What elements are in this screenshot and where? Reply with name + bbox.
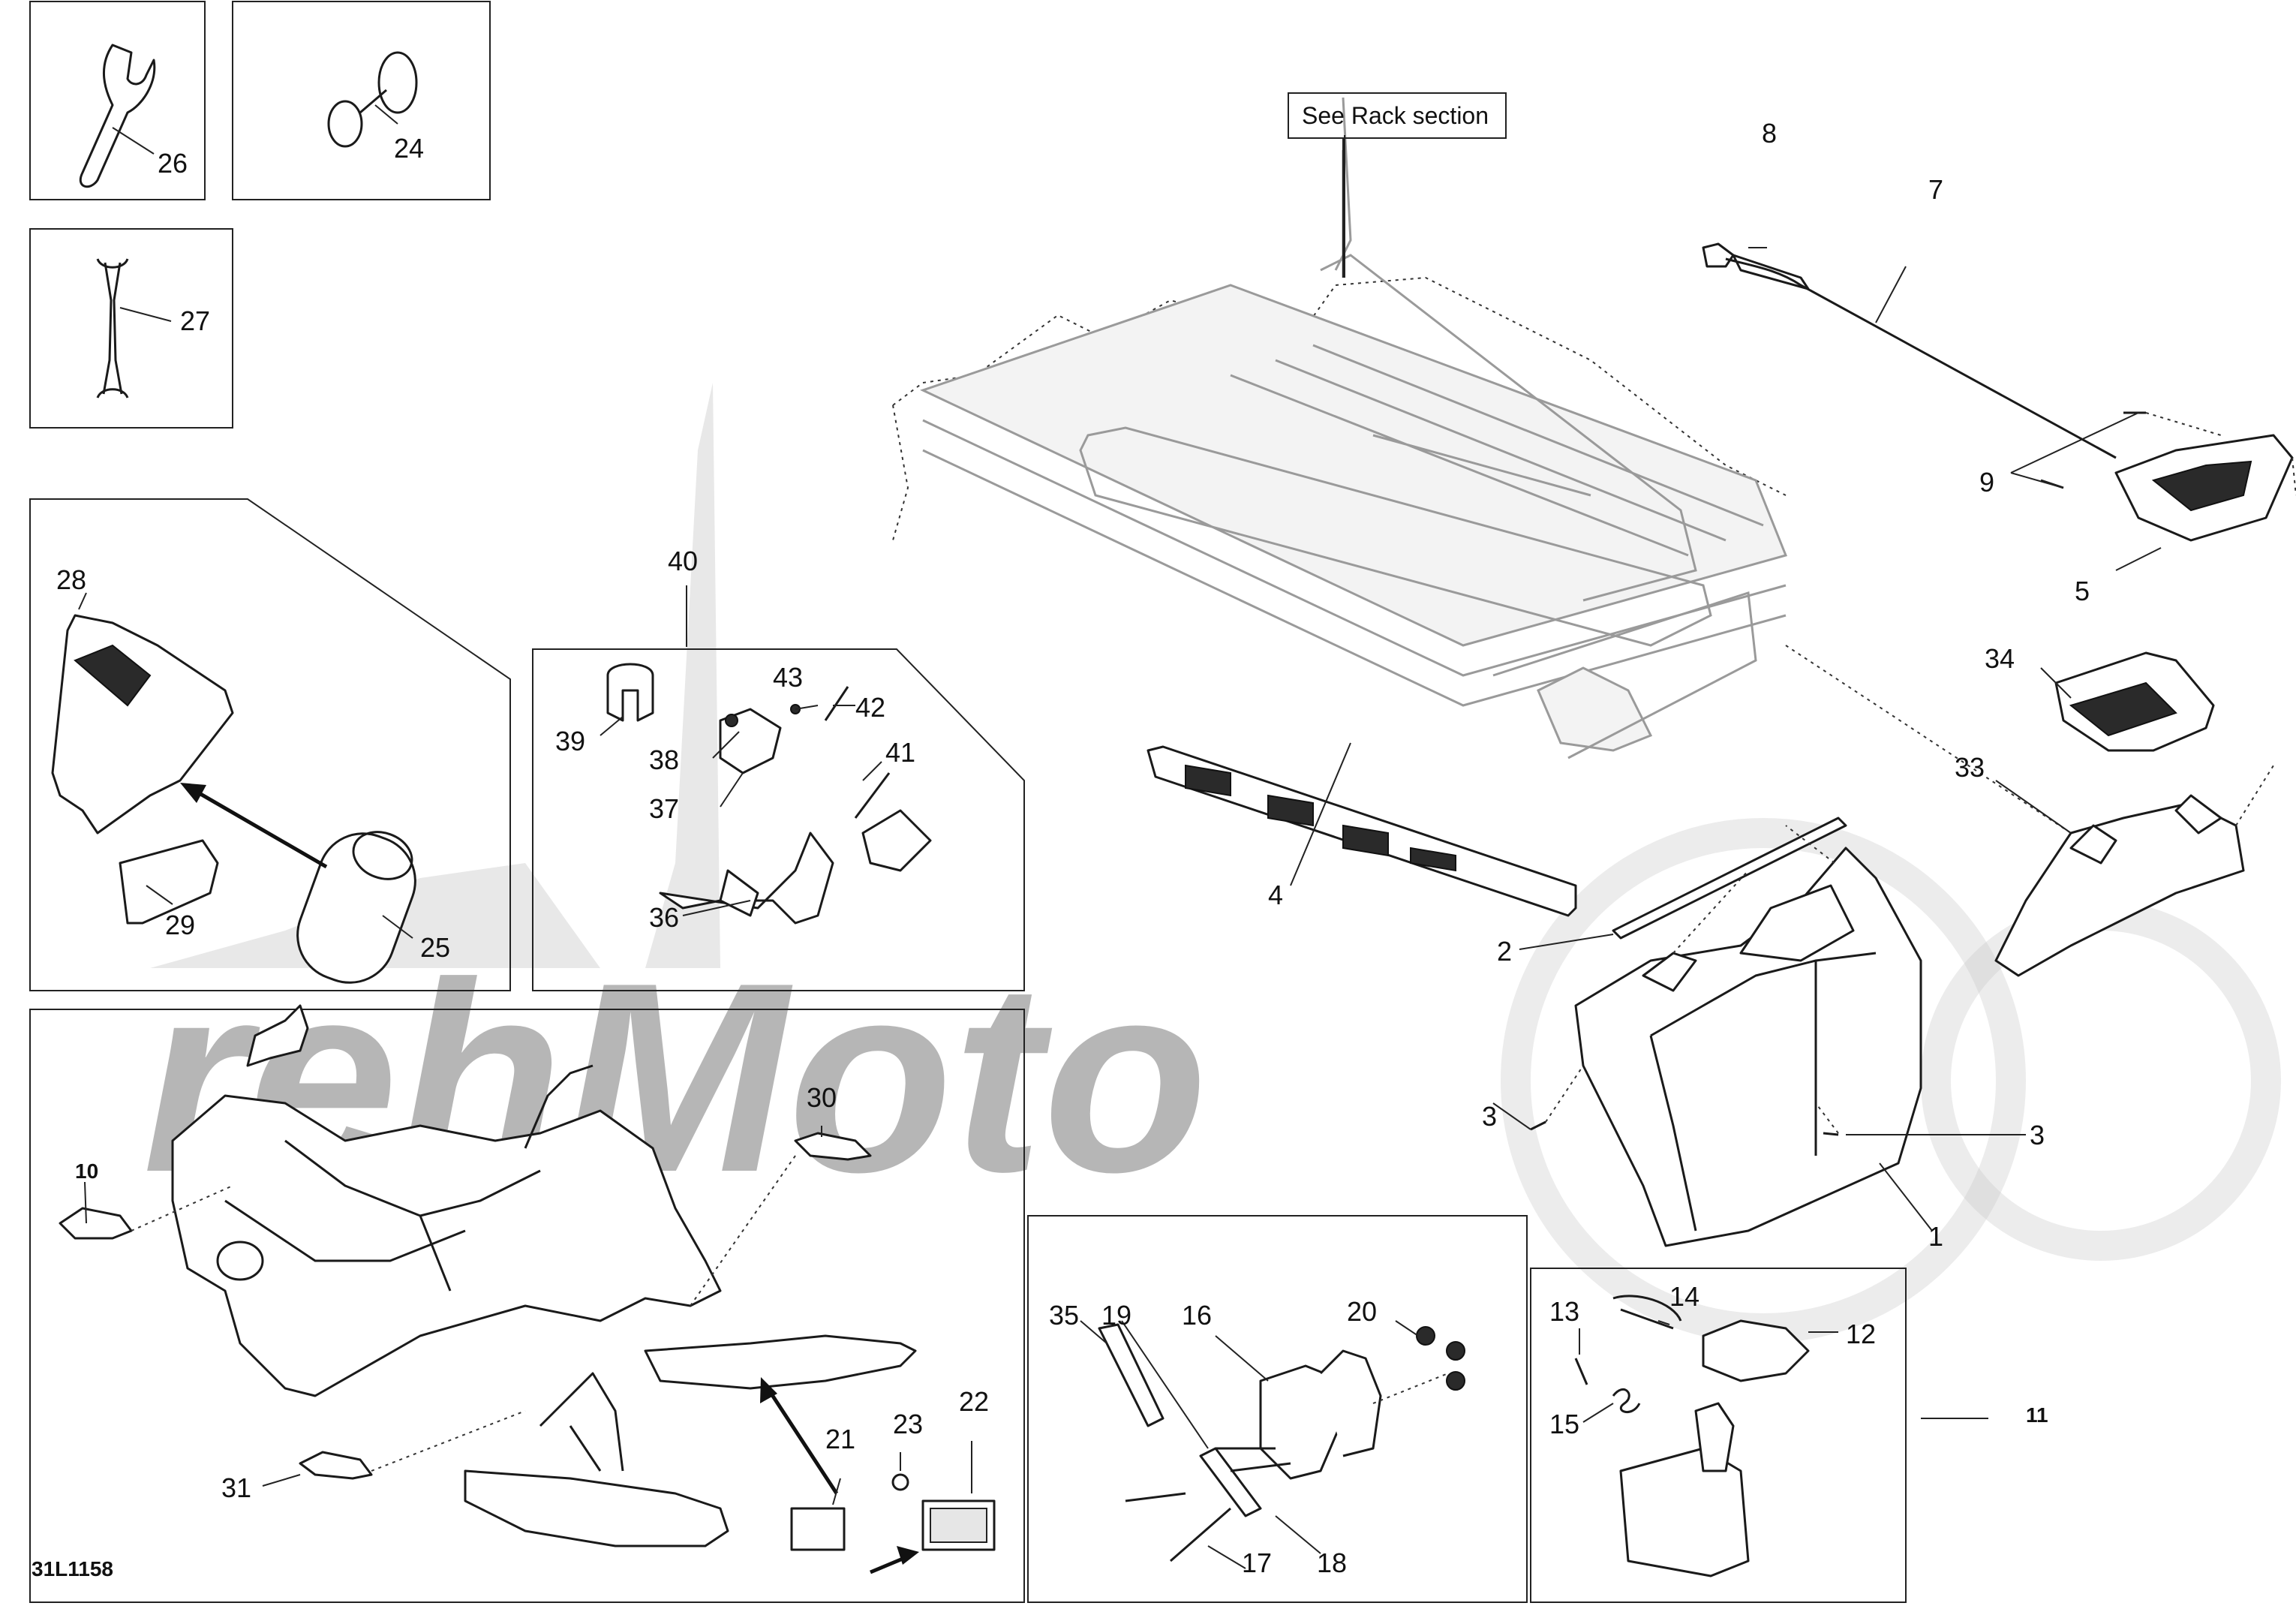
box-24 <box>232 1 491 200</box>
callout-22: 22 <box>959 1386 989 1417</box>
box-hitch <box>1027 1215 1528 1603</box>
rack-note-box <box>1288 92 1507 278</box>
storage-bag-28-icon <box>51 614 234 835</box>
connector-8-icon <box>1702 242 1735 268</box>
callout-41: 41 <box>885 737 915 768</box>
decal-30-icon <box>794 1132 872 1161</box>
screw-3b-icon <box>1823 1132 1839 1136</box>
callout-38: 38 <box>649 744 679 775</box>
clamp-39-icon <box>606 663 654 722</box>
callout-33: 33 <box>1955 752 1985 783</box>
callout-40: 40 <box>668 546 698 576</box>
callout-4: 4 <box>1268 880 1283 910</box>
callout-35: 35 <box>1049 1300 1079 1331</box>
box-11-15 <box>1530 1268 1988 1603</box>
callout-16: 16 <box>1182 1300 1212 1331</box>
callout-2: 2 <box>1497 936 1512 967</box>
callout-18: 18 <box>1317 1547 1347 1578</box>
decal-31-icon <box>299 1451 373 1480</box>
callout-27: 27 <box>180 305 210 336</box>
callout-23: 23 <box>893 1409 923 1439</box>
callout-36: 36 <box>649 902 679 933</box>
callout-3a: 3 <box>1482 1101 1497 1132</box>
callout-labels: 26 24 27 28 29 25 40 43 42 41 39 38 37 3… <box>32 118 2090 1580</box>
callout-17: 17 <box>1242 1547 1272 1578</box>
nut-20-icon <box>1416 1326 1435 1346</box>
callout-21: 21 <box>825 1424 855 1454</box>
callout-3b: 3 <box>2030 1120 2045 1150</box>
box-28-29-25 <box>29 498 511 991</box>
callout-11: 11 <box>2026 1403 2048 1427</box>
strip-2-icon <box>1612 817 1847 940</box>
ski-left-icon <box>464 1469 729 1547</box>
callout-26: 26 <box>158 148 188 179</box>
reflector-21-icon <box>790 1507 846 1551</box>
strap-29-icon <box>119 839 219 925</box>
hitch-plate-icon <box>1619 1447 1750 1577</box>
box-26 <box>29 1 206 200</box>
callout-12: 12 <box>1846 1319 1876 1349</box>
callout-10: 10 <box>75 1159 98 1183</box>
callout-37: 37 <box>649 793 679 824</box>
see-rack-section-label[interactable]: See Rack section <box>1302 102 1489 129</box>
callout-14: 14 <box>1669 1281 1699 1312</box>
ski-right-icon <box>644 1334 917 1390</box>
bracket-36-icon <box>861 809 932 872</box>
box-27 <box>29 228 233 429</box>
callout-1: 1 <box>1928 1221 1943 1252</box>
snowmobile-body-icon <box>171 1094 722 1397</box>
screw-3a-icon <box>1530 1120 1546 1131</box>
rack-ghost <box>892 97 1788 759</box>
callout-20: 20 <box>1347 1296 1377 1327</box>
suction-cup-24-icon <box>327 100 363 148</box>
bolts-17-icon <box>1125 1447 1291 1562</box>
plate-18-icon <box>1199 1447 1262 1517</box>
wrench-27-icon <box>102 262 123 395</box>
screw-23-icon <box>891 1473 909 1491</box>
callout-34: 34 <box>1985 643 2015 674</box>
wire-7-icon <box>1725 257 2117 459</box>
block-16-icon <box>1259 1364 1345 1480</box>
callout-13: 13 <box>1549 1296 1579 1327</box>
spring-15-icon <box>1612 1388 1641 1414</box>
callout-5: 5 <box>2075 576 2090 606</box>
callout-24: 24 <box>394 133 424 164</box>
callout-28: 28 <box>56 564 86 595</box>
screw-42-41-icon <box>824 686 891 819</box>
bracket-12-icon <box>1702 1319 1810 1382</box>
callout-39: 39 <box>555 726 585 756</box>
callout-7: 7 <box>1928 174 1943 205</box>
canister-25-icon <box>296 832 416 984</box>
decal-10-icon <box>59 1207 133 1240</box>
pin-13-icon <box>1574 1358 1588 1385</box>
callout-19: 19 <box>1101 1300 1131 1331</box>
callout-9: 9 <box>1979 467 1994 498</box>
callout-43: 43 <box>773 662 803 693</box>
box-36-43 <box>532 585 1025 991</box>
plate-35-icon <box>1098 1323 1165 1427</box>
callout-42: 42 <box>855 692 885 723</box>
callout-25: 25 <box>420 932 450 963</box>
box-snowmobile <box>29 1004 1025 1603</box>
clip-14-icon <box>1612 1295 1682 1330</box>
callout-29: 29 <box>165 910 195 940</box>
callout-31: 31 <box>221 1472 251 1503</box>
drawing-code: 31L1158 <box>32 1557 113 1580</box>
wrench-26-icon <box>80 44 156 188</box>
cargo-bag-1-icon <box>1574 847 1922 1247</box>
callout-15: 15 <box>1549 1409 1579 1439</box>
callout-8: 8 <box>1762 118 1777 149</box>
callout-30: 30 <box>807 1082 837 1113</box>
